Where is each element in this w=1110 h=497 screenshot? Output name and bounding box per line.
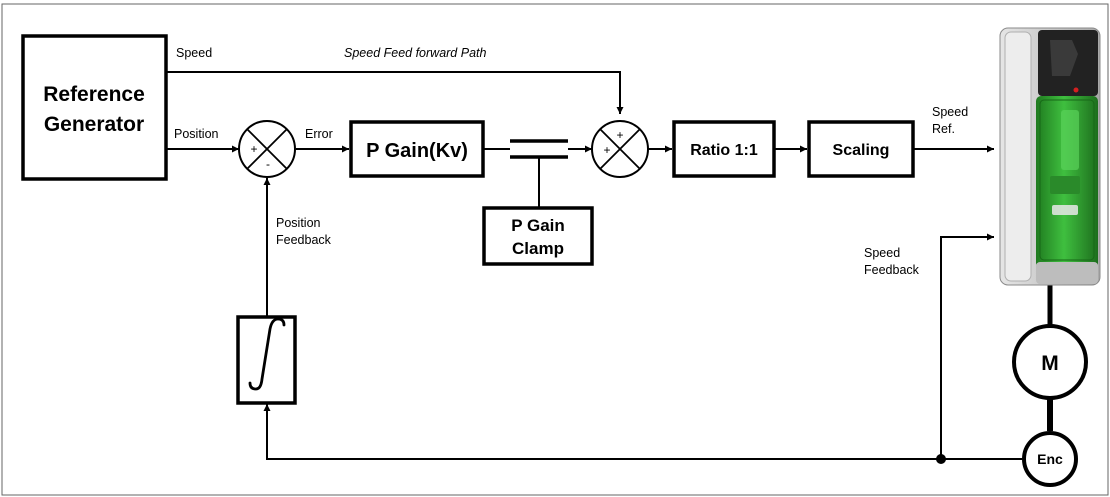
feedback-junction-dot	[936, 454, 946, 464]
speed-label: Speed	[176, 46, 212, 60]
sum1-plus-sign: +	[250, 142, 257, 156]
speed-ref-label-line2: Ref.	[932, 122, 955, 136]
reference-generator-label-line1: Reference	[43, 83, 145, 106]
reference-generator-block	[21, 34, 168, 181]
p-gain-clamp-label-line2: Clamp	[512, 239, 564, 258]
sum1-minus-sign: -	[266, 157, 270, 171]
error-label: Error	[305, 127, 333, 141]
reference-generator-label-line2: Generator	[44, 113, 144, 136]
encoder-label: Enc	[1037, 451, 1063, 467]
scaling-block	[807, 120, 915, 178]
speed-feedback-wire	[940, 233, 994, 459]
speed-feedback-label-line2: Feedback	[864, 263, 920, 277]
speed-ref-label-line1: Speed	[932, 105, 968, 119]
speed-feedback-label-line1: Speed	[864, 246, 900, 260]
motor-symbol	[1012, 324, 1088, 400]
position-feedback-label-line1: Position	[276, 216, 321, 230]
p-gain-clamp-block	[482, 206, 594, 266]
speed-feedforward-wire	[167, 71, 624, 114]
integral-symbol	[248, 317, 286, 391]
ratio-label: Ratio 1:1	[690, 142, 758, 159]
p-gain-label: P Gain(Kv)	[366, 140, 468, 162]
p-gain-block	[349, 120, 485, 178]
summing-junction-feedforward: + +	[591, 120, 649, 178]
speed-feedforward-label: Speed Feed forward Path	[344, 46, 486, 60]
sum2-top-plus-sign: +	[616, 128, 623, 142]
position-feedback-label-line2: Feedback	[276, 233, 332, 247]
summing-junction-error: + -	[238, 120, 296, 178]
encoder-symbol	[1022, 431, 1078, 487]
drive-unit-image	[999, 27, 1101, 286]
p-gain-clamp-label-line1: P Gain	[511, 216, 565, 235]
motor-label: M	[1041, 352, 1059, 375]
ratio-block	[672, 120, 776, 178]
scaling-label: Scaling	[833, 142, 890, 159]
position-label: Position	[174, 127, 219, 141]
sum2-left-plus-sign: +	[603, 143, 610, 157]
encoder-return-wire	[263, 404, 1022, 460]
integrator-block	[236, 315, 297, 405]
diagram-frame	[1, 3, 1109, 496]
